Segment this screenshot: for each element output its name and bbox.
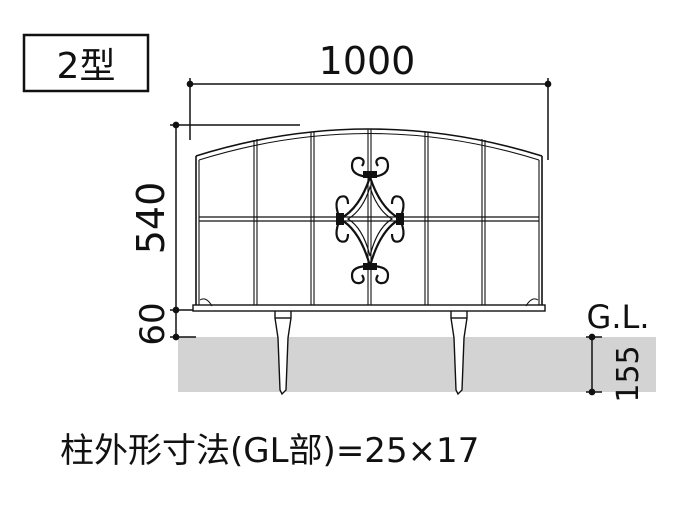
width-label: 1000 [319,39,416,83]
type-label: 2型 [57,46,116,87]
type-label-box [22,33,150,93]
base-gap-label: 60 [133,302,173,345]
bottom-rail [192,304,546,312]
left-post [274,309,292,396]
ground-level-label: G.L. [587,298,650,336]
post-dimension-caption: 柱外形寸法(GL部)=25×17 [60,431,479,471]
depth-dimension [586,333,602,396]
width-dimension [186,78,552,160]
ground-band [178,337,656,392]
height-dimension [170,121,300,341]
top-arch-rail [195,128,543,157]
center-ornament [335,156,405,285]
height-label: 540 [129,182,173,255]
pickets [253,129,486,305]
right-post [450,309,468,396]
fence-panel [192,128,546,312]
depth-label: 155 [611,345,646,402]
